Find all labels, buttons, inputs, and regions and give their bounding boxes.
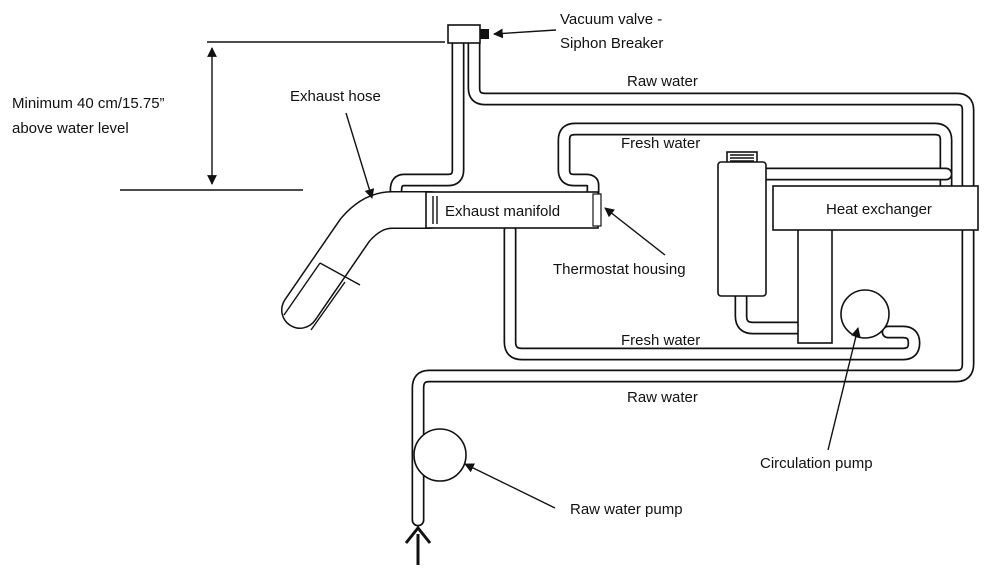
exhaust-hose-label: Exhaust hose bbox=[290, 88, 381, 105]
thermostat-housing-label: Thermostat housing bbox=[553, 261, 686, 278]
raw-water-pump bbox=[413, 428, 467, 482]
raw-water-label-bottom: Raw water bbox=[627, 389, 698, 406]
height-dimension bbox=[120, 41, 445, 191]
heat-exchanger bbox=[772, 185, 979, 344]
exhaust-hose-end bbox=[283, 262, 361, 331]
raw-water-label-top: Raw water bbox=[627, 73, 698, 90]
exhaust-manifold-label: Exhaust manifold bbox=[445, 203, 560, 220]
min-height-label-1: Minimum 40 cm/15.75” bbox=[12, 95, 165, 112]
raw-water-pump-label: Raw water pump bbox=[570, 501, 683, 518]
fresh-water-label-bottom: Fresh water bbox=[621, 332, 700, 349]
vacuum-valve bbox=[447, 24, 489, 44]
water-inlet-arrow-icon bbox=[404, 525, 432, 565]
vacuum-valve-label-2: Siphon Breaker bbox=[560, 35, 663, 52]
fresh-water-label-top: Fresh water bbox=[621, 135, 700, 152]
circulation-pump-label: Circulation pump bbox=[760, 455, 873, 472]
min-height-label-2: above water level bbox=[12, 120, 129, 137]
circulation-pump bbox=[840, 289, 890, 339]
exhaust-loop-pipe bbox=[389, 33, 465, 197]
exhaust-manifold bbox=[425, 191, 602, 229]
pipes bbox=[281, 33, 975, 527]
expansion-tank bbox=[717, 151, 767, 297]
heat-exchanger-label: Heat exchanger bbox=[826, 201, 932, 218]
leader-arrows bbox=[345, 28, 861, 509]
vacuum-valve-label-1: Vacuum valve - bbox=[560, 11, 662, 28]
